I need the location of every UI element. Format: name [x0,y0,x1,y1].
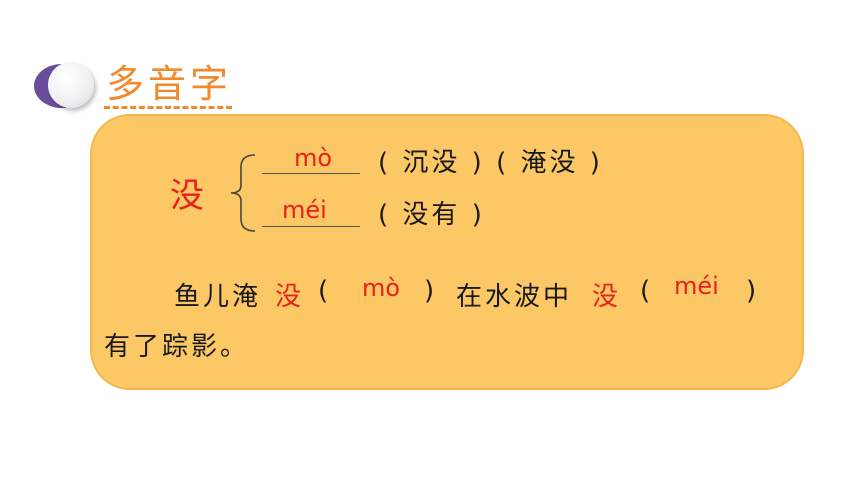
section-badge [34,62,98,110]
sentence-part3: 有了踪影。 [104,332,250,362]
reading1-blank-line [262,173,360,174]
reading1-words-row: ( 沉没 ) ( 淹没 ) [378,142,603,179]
reading2-pinyin: méi [282,196,327,224]
content-card [90,114,804,390]
sentence-part2: 在水波中 [456,282,573,312]
sentence-open2: ( [640,276,651,306]
reading2-words: 没有 [402,200,461,230]
reading1-open: ( [378,148,392,178]
polyphonic-char: 没 [170,176,204,216]
reading2-words-row: ( 没有 ) [378,194,485,231]
sentence-char2: 没 [592,282,622,312]
brace-icon [230,154,256,232]
sentence-answer2: méi [674,272,719,300]
section-title: 多音字 [106,62,233,106]
sentence-part1: 鱼儿淹 [174,282,262,312]
reading2-open: ( [378,200,392,230]
sentence-close1: ) [424,276,435,306]
title-underline [104,106,232,109]
reading2-close: ) [471,200,485,230]
sentence-open1: ( [318,276,329,306]
sentence-answer1: mò [362,274,401,302]
reading1-words: 沉没 ) ( 淹没 [402,148,579,178]
badge-circle-icon [48,62,94,108]
sentence-close2: ) [746,276,757,306]
reading2-blank-line [262,226,360,227]
sentence-char1: 没 [275,282,305,312]
reading1-pinyin: mò [294,144,333,172]
reading1-close: ) [589,148,603,178]
